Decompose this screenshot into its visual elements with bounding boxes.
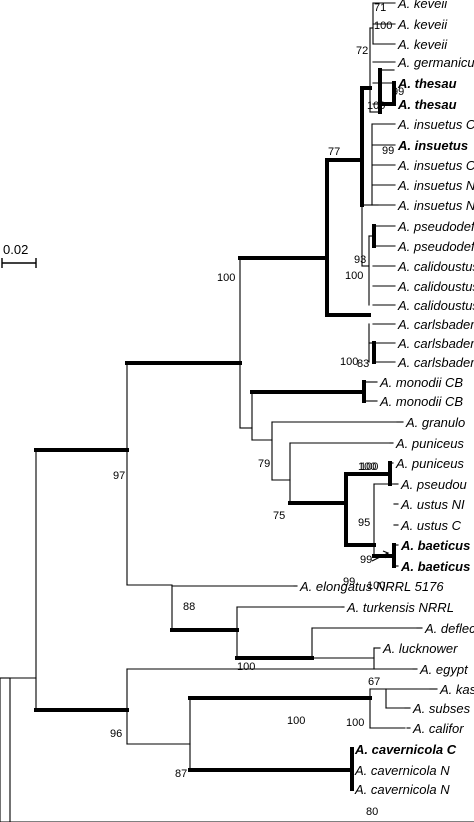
bootstrap-value: 95 bbox=[358, 517, 370, 529]
bootstrap-value: 79 bbox=[258, 458, 270, 470]
scale-bar-label: 0.02 bbox=[3, 242, 28, 257]
taxon-label: A. keveii bbox=[397, 37, 448, 52]
bootstrap-value: 100 bbox=[374, 20, 392, 32]
bootstrap-value: 67 bbox=[368, 676, 380, 688]
taxon-label: A. egypt bbox=[419, 662, 469, 677]
bootstrap-value: 100 bbox=[345, 270, 363, 282]
taxon-label: A. monodii CB bbox=[379, 375, 463, 390]
bootstrap-value: 87 bbox=[175, 768, 187, 780]
taxon-label: A. thesau bbox=[397, 97, 457, 112]
bootstrap-value: 99 bbox=[392, 86, 404, 98]
taxon-label: A. insuetus C bbox=[397, 158, 474, 173]
bootstrap-value: 71 bbox=[374, 2, 386, 14]
taxon-label: A. ustus NI bbox=[400, 497, 465, 512]
bootstrap-value: 100 bbox=[217, 272, 235, 284]
bootstrap-value: 100 bbox=[360, 461, 378, 473]
taxon-label: A. thesau bbox=[397, 76, 457, 91]
taxon-label: A. calidoustus bbox=[397, 259, 474, 274]
taxon-label: A. pseudodefl bbox=[397, 219, 474, 234]
taxon-label: A. califor bbox=[412, 721, 464, 736]
taxon-label: A. keveii bbox=[397, 17, 448, 32]
bootstrap-value: 100 bbox=[367, 580, 385, 592]
taxon-label: A. calidoustus bbox=[397, 279, 474, 294]
taxon-label: A. puniceus bbox=[395, 456, 464, 471]
bootstrap-value: 100 bbox=[367, 100, 385, 112]
taxon-label: A. carlsbaden bbox=[397, 317, 474, 332]
taxon-label: A. keveii bbox=[397, 0, 448, 11]
taxon-label: A. puniceus bbox=[395, 436, 464, 451]
taxon-label: A. cavernicola N bbox=[354, 763, 450, 778]
taxon-label: A. turkensis NRRL bbox=[346, 600, 454, 615]
taxon-label: A. monodii CB bbox=[379, 394, 463, 409]
taxon-label: A. granulo bbox=[405, 415, 465, 430]
bootstrap-value: 80 bbox=[366, 806, 378, 818]
bootstrap-value: 99 bbox=[382, 145, 394, 157]
taxon-label: A. cavernicola C bbox=[354, 742, 457, 757]
taxon-label: A. kas bbox=[439, 682, 474, 697]
taxon-label: A. deflec bbox=[424, 621, 474, 636]
bootstrap-value: 100 bbox=[340, 356, 358, 368]
bootstrap-value: 75 bbox=[273, 510, 285, 522]
taxon-label: A. pseudou bbox=[400, 477, 467, 492]
bootstrap-value: 99 bbox=[343, 576, 355, 588]
arrow-icon bbox=[371, 550, 390, 562]
taxon-label: A. carlsbaden bbox=[397, 336, 474, 351]
bootstrap-value: 83 bbox=[357, 358, 369, 370]
bootstrap-value: 77 bbox=[328, 146, 340, 158]
scale-bar: 0.02 bbox=[1, 242, 37, 268]
taxon-label: A. insuetus N bbox=[397, 198, 474, 213]
bootstrap-value: 88 bbox=[183, 601, 195, 613]
taxon-label: A. ustus C bbox=[400, 518, 462, 533]
bootstrap-value: 97 bbox=[113, 470, 125, 482]
taxon-label: A. subses bbox=[412, 701, 471, 716]
bootstrap-value: 100 bbox=[287, 715, 305, 727]
taxon-label: A. lucknower bbox=[382, 641, 458, 656]
taxon-label: A. insuetus C bbox=[397, 117, 474, 132]
bootstrap-value: 99 bbox=[360, 554, 372, 566]
taxon-label: A. baeticus bbox=[400, 559, 470, 574]
bootstrap-value: 72 bbox=[356, 45, 368, 57]
taxon-label: A. insuetus bbox=[397, 138, 468, 153]
taxon-labels: A. keveii A. keveii A. keveii A. germanicuA… bbox=[299, 0, 474, 797]
taxon-label: A. pseudodefl bbox=[397, 239, 474, 254]
bootstrap-labels: 7110072991009977931001008310010079751009… bbox=[110, 2, 404, 818]
bootstrap-value: 96 bbox=[110, 728, 122, 740]
bootstrap-value: 93 bbox=[354, 254, 366, 266]
taxon-label: A. calidoustus bbox=[397, 298, 474, 313]
bootstrap-value: 100 bbox=[358, 461, 376, 473]
taxon-label: A. cavernicola N bbox=[354, 782, 450, 797]
taxon-label: A. carlsbaden bbox=[397, 355, 474, 370]
taxon-label: A. insuetus N bbox=[397, 178, 474, 193]
taxon-label: A. elongatus NRRL 5176 bbox=[299, 579, 444, 594]
bootstrap-value: 100 bbox=[237, 661, 255, 673]
bootstrap-value: 100 bbox=[346, 717, 364, 729]
taxon-label: A. baeticus bbox=[400, 538, 470, 553]
taxon-label: A. germanicu bbox=[397, 55, 474, 70]
